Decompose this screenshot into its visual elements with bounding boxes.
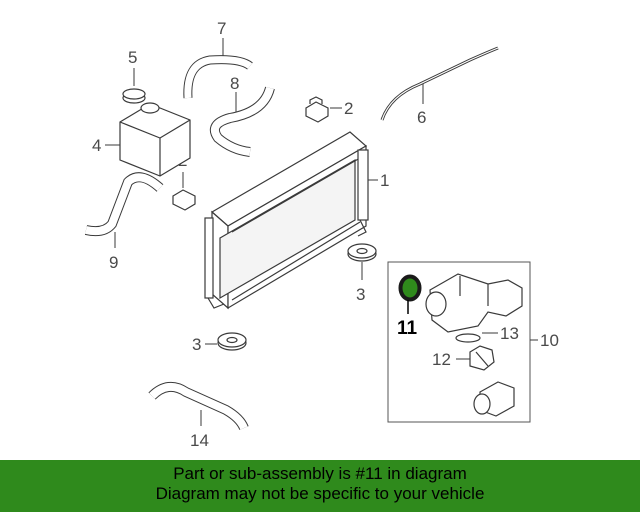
hose-8-part[interactable]	[210, 86, 275, 157]
banner-line-1: Part or sub-assembly is #11 in diagram	[173, 464, 467, 483]
banner-line-2: Diagram may not be specific to your vehi…	[155, 484, 485, 503]
water-outlet-part[interactable]	[473, 381, 515, 417]
radiator-part[interactable]	[204, 131, 369, 310]
coolant-reservoir-part[interactable]	[119, 102, 191, 177]
callout-7: 7	[217, 19, 226, 38]
callout-13: 13	[500, 324, 519, 343]
o-ring-part-13[interactable]	[455, 333, 481, 343]
callout-11: 11	[397, 318, 418, 339]
radiator-mount-lower-part[interactable]	[172, 189, 196, 211]
parts-diagram: 1 2 2 3 3 4 5	[84, 19, 559, 450]
thermostat-part-12[interactable]	[469, 345, 495, 371]
callout-5: 5	[128, 48, 137, 67]
hose-7-part[interactable]	[183, 55, 253, 99]
insulator-left-part[interactable]	[217, 332, 247, 351]
callout-3a: 3	[356, 285, 365, 304]
callout-2a: 2	[344, 99, 353, 118]
callout-9: 9	[109, 253, 118, 272]
radiator-mount-upper-part[interactable]	[305, 96, 329, 123]
notice-banner: Part or sub-assembly is #11 in diagram D…	[0, 460, 640, 512]
thermostat-seal-part-11[interactable]	[398, 274, 422, 302]
overflow-tube-part[interactable]	[380, 46, 499, 121]
insulator-right-part[interactable]	[347, 243, 377, 262]
callout-10: 10	[540, 331, 559, 350]
reservoir-cap-part[interactable]	[122, 88, 146, 104]
callout-8: 8	[230, 74, 239, 93]
hose-14-part[interactable]	[148, 381, 249, 431]
callout-1: 1	[380, 171, 389, 190]
callout-6: 6	[417, 108, 426, 127]
callout-12: 12	[432, 350, 451, 369]
callout-4: 4	[92, 136, 101, 155]
thermostat-housing-part[interactable]	[425, 273, 523, 333]
callout-3b: 3	[192, 335, 201, 354]
hose-9-part[interactable]	[84, 172, 164, 237]
callout-14: 14	[190, 431, 209, 450]
